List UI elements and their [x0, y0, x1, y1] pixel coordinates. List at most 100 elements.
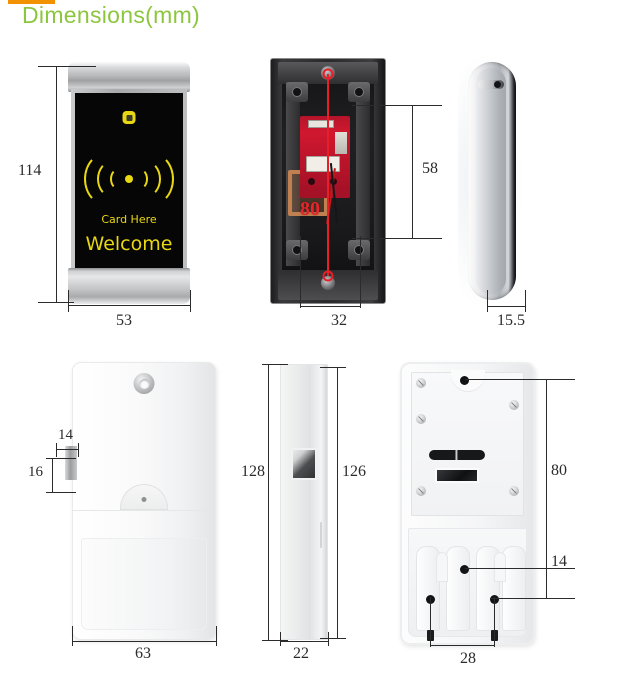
dim-label-58: 58	[422, 160, 438, 177]
dim-leader-80-top	[465, 379, 575, 380]
dim-tick-114-top	[38, 66, 96, 67]
faceplate-side-view	[280, 364, 328, 640]
side-inner-face	[476, 68, 506, 294]
dim-label-14a: 14	[58, 427, 73, 443]
faceplate-seam	[72, 510, 216, 511]
dim-leader-58-top	[352, 105, 442, 106]
faceplate-view	[65, 362, 216, 640]
display-screen: Card Here Welcome	[75, 93, 183, 268]
dim-label-22: 22	[293, 645, 309, 662]
pcb-terminal-block	[335, 132, 347, 154]
dim-leader-80-bottom	[465, 568, 575, 569]
dim-tick-28-right	[494, 597, 495, 647]
pcb-dimension-80: 80	[300, 198, 320, 220]
dim-line-155	[487, 306, 525, 307]
mounting-boss-bottom-left	[286, 240, 308, 260]
battery-cell-4	[502, 546, 526, 631]
back-cable-slot	[435, 468, 479, 483]
dim-tick-32-left	[300, 236, 301, 308]
mounting-boss-top-right	[348, 82, 370, 102]
faceplate-lower-panel	[81, 538, 207, 630]
dim-leader-14b-bottom	[490, 598, 575, 599]
back-label-strip	[429, 450, 485, 460]
dim-tick-63-right	[216, 626, 217, 646]
centerline-node-bottom	[322, 270, 334, 282]
chassis-right-rail	[356, 82, 370, 266]
side-top-detail	[478, 80, 504, 89]
faceplate-side-window	[291, 448, 317, 480]
back-screw-top-right	[509, 400, 519, 410]
rfid-wave-icon	[84, 151, 174, 207]
dim-line-22	[280, 641, 328, 642]
pcb-pin-header	[308, 120, 334, 128]
dim-line-126	[337, 367, 338, 638]
battery-compartment	[408, 528, 527, 637]
back-screw-bottom-left	[416, 486, 426, 496]
dim-line-16	[52, 458, 53, 492]
back-cover-well	[411, 372, 524, 516]
centerline-node-top	[322, 68, 334, 80]
dim-tick-53-right	[190, 290, 191, 312]
dim-label-155: 15.5	[497, 312, 525, 329]
dim-line-80	[546, 379, 547, 568]
faceplate-eyelet	[133, 373, 155, 394]
dim-tick-22-right	[328, 632, 329, 646]
dim-label-16: 16	[28, 464, 43, 480]
pcb-pad-left	[308, 178, 315, 185]
dim-tick-28-left	[430, 597, 431, 647]
accent-bar	[8, 0, 55, 4]
dim-line-28	[430, 645, 494, 646]
card-here-text: Card Here	[101, 213, 157, 226]
dim-tick-63-left	[72, 626, 73, 646]
circuit-board	[300, 116, 350, 198]
dim-tick-14a-left	[56, 443, 57, 457]
internal-chassis-view: 80	[270, 58, 386, 304]
divider-post-right	[494, 552, 506, 582]
dim-line-14b	[546, 568, 547, 598]
page-title: Dimensions(mm)	[22, 2, 200, 28]
dim-tick-53-left	[68, 290, 69, 312]
hole-mid-center	[460, 565, 469, 574]
dim-label-28: 28	[460, 650, 476, 667]
dim-line-14a	[56, 449, 78, 450]
dim-label-53: 53	[116, 312, 132, 329]
dim-tick-32-right	[360, 236, 361, 308]
battery-cell-2	[446, 546, 470, 631]
dim-tick-155-right	[525, 290, 526, 312]
dim-line-63	[72, 641, 216, 642]
chassis-left-rail	[286, 82, 300, 266]
dim-line-58	[412, 105, 413, 238]
side-profile-view	[458, 54, 522, 308]
front-view: Card Here Welcome	[68, 62, 190, 304]
dim-tick-126-bottom	[320, 638, 346, 639]
mounting-boss-bottom-right	[348, 240, 370, 260]
back-screw-mid-left	[416, 414, 426, 424]
dim-label-63: 63	[135, 645, 151, 662]
dim-tick-155-left	[487, 290, 488, 312]
hole-top-center	[460, 376, 469, 385]
front-bottom-bezel	[68, 268, 190, 304]
faceplate-side-body	[280, 364, 328, 640]
centerline-marker	[327, 74, 329, 276]
faceplate-latch-tab	[65, 446, 77, 480]
dim-label-32: 32	[331, 312, 347, 329]
card-indicator-icon	[122, 111, 136, 124]
dim-tick-128-bottom	[262, 640, 288, 641]
mounting-boss-top-left	[286, 82, 308, 102]
back-cover-view	[400, 362, 535, 645]
front-top-bezel	[68, 62, 190, 92]
dim-tick-16-top	[46, 458, 76, 459]
back-screw-top-left	[416, 378, 426, 388]
faceplate-side-slit	[320, 522, 322, 548]
dim-tick-16-bottom	[46, 492, 76, 493]
dim-tick-114-bottom	[38, 302, 74, 303]
dim-label-128: 128	[241, 463, 265, 480]
dim-label-80: 80	[551, 462, 567, 479]
welcome-text: Welcome	[85, 233, 173, 255]
divider-post-left	[436, 552, 448, 582]
dim-tick-14a-right	[78, 443, 79, 457]
dim-label-126: 126	[342, 463, 366, 480]
dim-label-14b: 14	[551, 553, 567, 570]
dim-label-114: 114	[18, 162, 42, 179]
